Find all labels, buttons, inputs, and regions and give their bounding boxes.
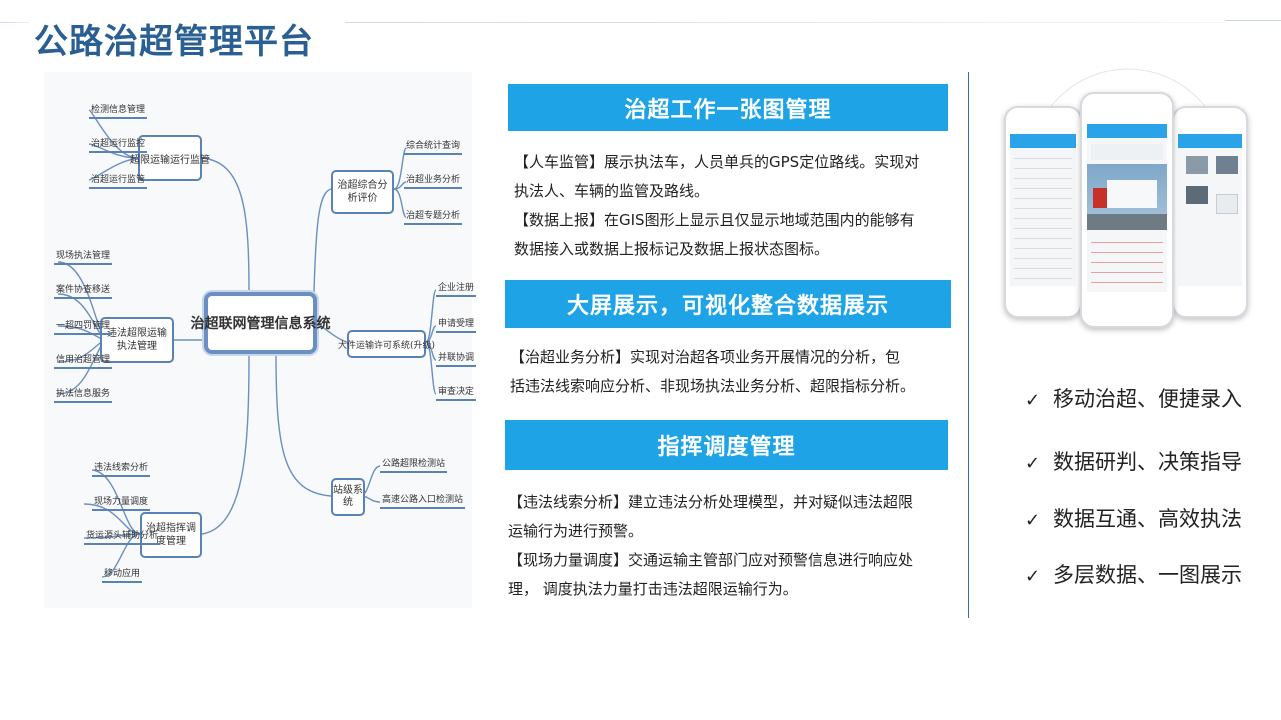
- mind-map-branch-node: 站级系统: [331, 478, 365, 516]
- phone-left: [1004, 106, 1082, 318]
- truck-photo: [1087, 164, 1167, 230]
- phone-screen: [1087, 124, 1167, 292]
- feature-text: 数据互通、高效执法: [1053, 507, 1242, 531]
- mind-map-leaf: 综合统计查询: [404, 138, 463, 155]
- phone-screen: [1178, 134, 1242, 286]
- section-heading: 大屏展示，可视化整合数据展示: [505, 280, 951, 328]
- mind-map-center-node: 治超联网管理信息系统: [191, 292, 331, 354]
- mind-map-branch-node: 大件运输许可系统(升级): [338, 330, 435, 358]
- mind-map-branch-node: 违法超限运输执法管理: [100, 317, 174, 363]
- feature-text: 多层数据、一图展示: [1053, 563, 1242, 587]
- section-text: 【人车监管】展示执法车，人员单兵的GPS定位路线。实现对 执法人、车辆的监管及路…: [514, 148, 954, 264]
- text-line: 【现场力量调度】交通运输主管部门应对预警信息进行响应处: [508, 551, 914, 569]
- mind-map-leaf: 货运源头辅助分析: [84, 528, 161, 545]
- mind-map-leaf: 一超四罚管理: [54, 318, 113, 335]
- mind-map-leaf: 治超运行监控: [89, 136, 148, 153]
- photo-thumbnail: [1216, 156, 1238, 174]
- mind-map-leaf: 现场执法管理: [54, 248, 113, 265]
- mind-map-leaf: 案件协查移送: [54, 282, 113, 299]
- phone-right: [1172, 106, 1248, 318]
- feature-item: ✓ 数据研判、决策指导: [1025, 446, 1242, 476]
- text-line: 执法人、车辆的监管及路线。: [514, 182, 710, 200]
- check-icon: ✓: [1025, 453, 1041, 474]
- text-line: 【数据上报】在GIS图形上显示且仅显示地域范围内的能够有: [514, 211, 915, 229]
- feature-item: ✓ 移动治超、便捷录入: [1025, 383, 1242, 413]
- mind-map-leaf: 现场力量调度: [92, 494, 151, 511]
- mind-map-branch-node: 超限运输运行监管: [130, 135, 210, 181]
- title-decoration-end: [1225, 20, 1281, 21]
- mind-map-leaf: 治超业务分析: [404, 172, 463, 189]
- mind-map-leaf: 申请受理: [436, 316, 477, 333]
- mobile-app-mockup: [1000, 62, 1250, 328]
- system-mind-map: 治超联网管理信息系统 超限运输运行监管 检测信息管理 治超运行监控 治超运行监管…: [44, 72, 477, 608]
- check-icon: ✓: [1025, 566, 1041, 587]
- title-decoration-right: [345, 22, 1225, 23]
- mind-map-leaf: 执法信息服务: [54, 386, 113, 403]
- mind-map-leaf: 审查决定: [436, 384, 477, 401]
- mind-map-leaf: 治超专题分析: [404, 208, 463, 225]
- mind-map-leaf: 信用治超管理: [54, 352, 113, 369]
- mind-map-branch-node: 治超综合分析评价: [331, 170, 394, 214]
- mind-map-leaf: 治超运行监管: [89, 172, 148, 189]
- text-line: 理， 调度执法力量打击违法超限运输行为。: [508, 580, 798, 598]
- text-line: 数据接入或数据上报标记及数据上报状态图标。: [514, 240, 830, 258]
- title-decoration-left: [0, 22, 30, 23]
- phone-screen: [1010, 134, 1076, 286]
- mind-map-leaf: 移动应用: [102, 566, 143, 583]
- app-header-bar: [1010, 134, 1076, 148]
- mind-map-leaf: 公路超限检测站: [380, 456, 448, 473]
- page-title: 公路治超管理平台: [34, 22, 314, 62]
- feature-item: ✓ 多层数据、一图展示: [1025, 559, 1242, 589]
- photo-thumbnail: [1216, 194, 1238, 214]
- text-line: 括违法线索响应分析、非现场执法业务分析、超限指标分析。: [510, 377, 916, 395]
- section-text: 【违法线索分析】建立违法分析处理模型，并对疑似违法超限 运输行为进行预警。 【现…: [508, 488, 958, 604]
- feature-text: 数据研判、决策指导: [1053, 450, 1242, 474]
- check-icon: ✓: [1025, 510, 1041, 531]
- phone-center: [1080, 92, 1174, 328]
- mind-map-leaf: 企业注册: [436, 280, 477, 297]
- section-heading: 治超工作一张图管理: [508, 84, 948, 131]
- section-heading: 指挥调度管理: [505, 420, 948, 470]
- photo-thumbnail: [1186, 186, 1208, 204]
- feature-item: ✓ 数据互通、高效执法: [1025, 503, 1242, 533]
- text-line: 【违法线索分析】建立违法分析处理模型，并对疑似违法超限: [508, 493, 914, 511]
- app-header-bar: [1178, 134, 1242, 148]
- app-header-bar: [1087, 124, 1167, 138]
- feature-text: 移动治超、便捷录入: [1053, 387, 1242, 411]
- text-line: 【人车监管】展示执法车，人员单兵的GPS定位路线。实现对: [514, 153, 920, 171]
- section-text: 【治超业务分析】实现对治超各项业务开展情况的分析，包 括违法线索响应分析、非现场…: [510, 343, 955, 401]
- photo-thumbnail: [1186, 156, 1208, 174]
- column-divider: [968, 72, 969, 618]
- mind-map-leaf: 高速公路入口检测站: [380, 492, 466, 509]
- text-line: 运输行为进行预警。: [508, 522, 644, 540]
- mind-map-leaf: 检测信息管理: [89, 102, 148, 119]
- check-icon: ✓: [1025, 390, 1041, 411]
- mind-map-leaf: 违法线索分析: [92, 460, 151, 477]
- mind-map-branch-node: 治超指挥调度管理: [140, 512, 202, 558]
- text-line: 【治超业务分析】实现对治超各项业务开展情况的分析，包: [510, 348, 901, 366]
- mind-map-leaf: 并联协调: [436, 350, 477, 367]
- info-row: [1091, 144, 1163, 160]
